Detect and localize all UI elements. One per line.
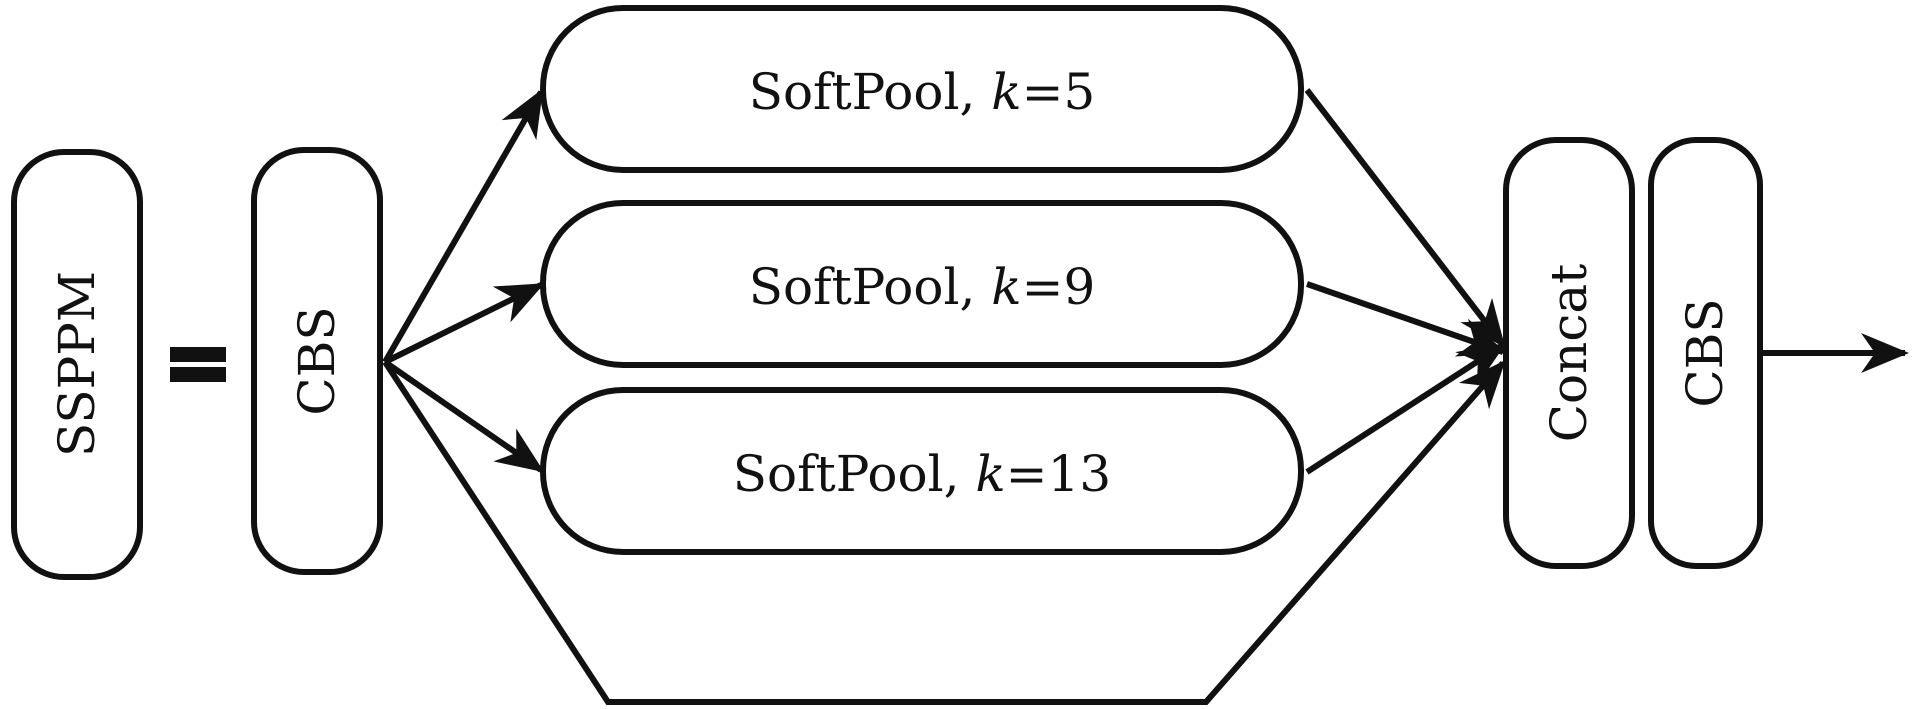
output-cbs-block: CBS [1648, 137, 1763, 569]
softpool-k5-block: SoftPool, k=5 [540, 5, 1304, 173]
arrow-cbs-to-pool-k13 [383, 359, 545, 473]
ssppm-block: SSPPM [11, 149, 143, 580]
arrow-cbs-to-pool-k5 [382, 88, 544, 364]
arrow-pool-k5-to-concat [1304, 88, 1506, 349]
arrow-pool-k13-to-concat [1305, 342, 1507, 475]
ssppm-label: SSPPM [48, 271, 106, 457]
output-cbs-label: CBS [1676, 298, 1734, 407]
softpool-k13-block: SoftPool, k=13 [540, 387, 1304, 555]
concat-block: Concat [1503, 137, 1635, 569]
softpool-k13-label: SoftPool, k=13 [733, 445, 1111, 503]
arrow-cbs-to-pool-k9 [383, 282, 545, 365]
softpool-k5-label: SoftPool, k=5 [749, 63, 1096, 121]
input-cbs-block: CBS [251, 147, 383, 575]
softpool-k9-label: SoftPool, k=9 [749, 258, 1096, 316]
input-cbs-label: CBS [288, 306, 346, 415]
softpool-k9-block: SoftPool, k=9 [540, 200, 1304, 368]
concat-label: Concat [1540, 264, 1598, 442]
arrow-skip-to-concat [382, 359, 1506, 705]
arrow-pool-k9-to-concat [1306, 281, 1507, 357]
equals-sign [170, 347, 226, 382]
